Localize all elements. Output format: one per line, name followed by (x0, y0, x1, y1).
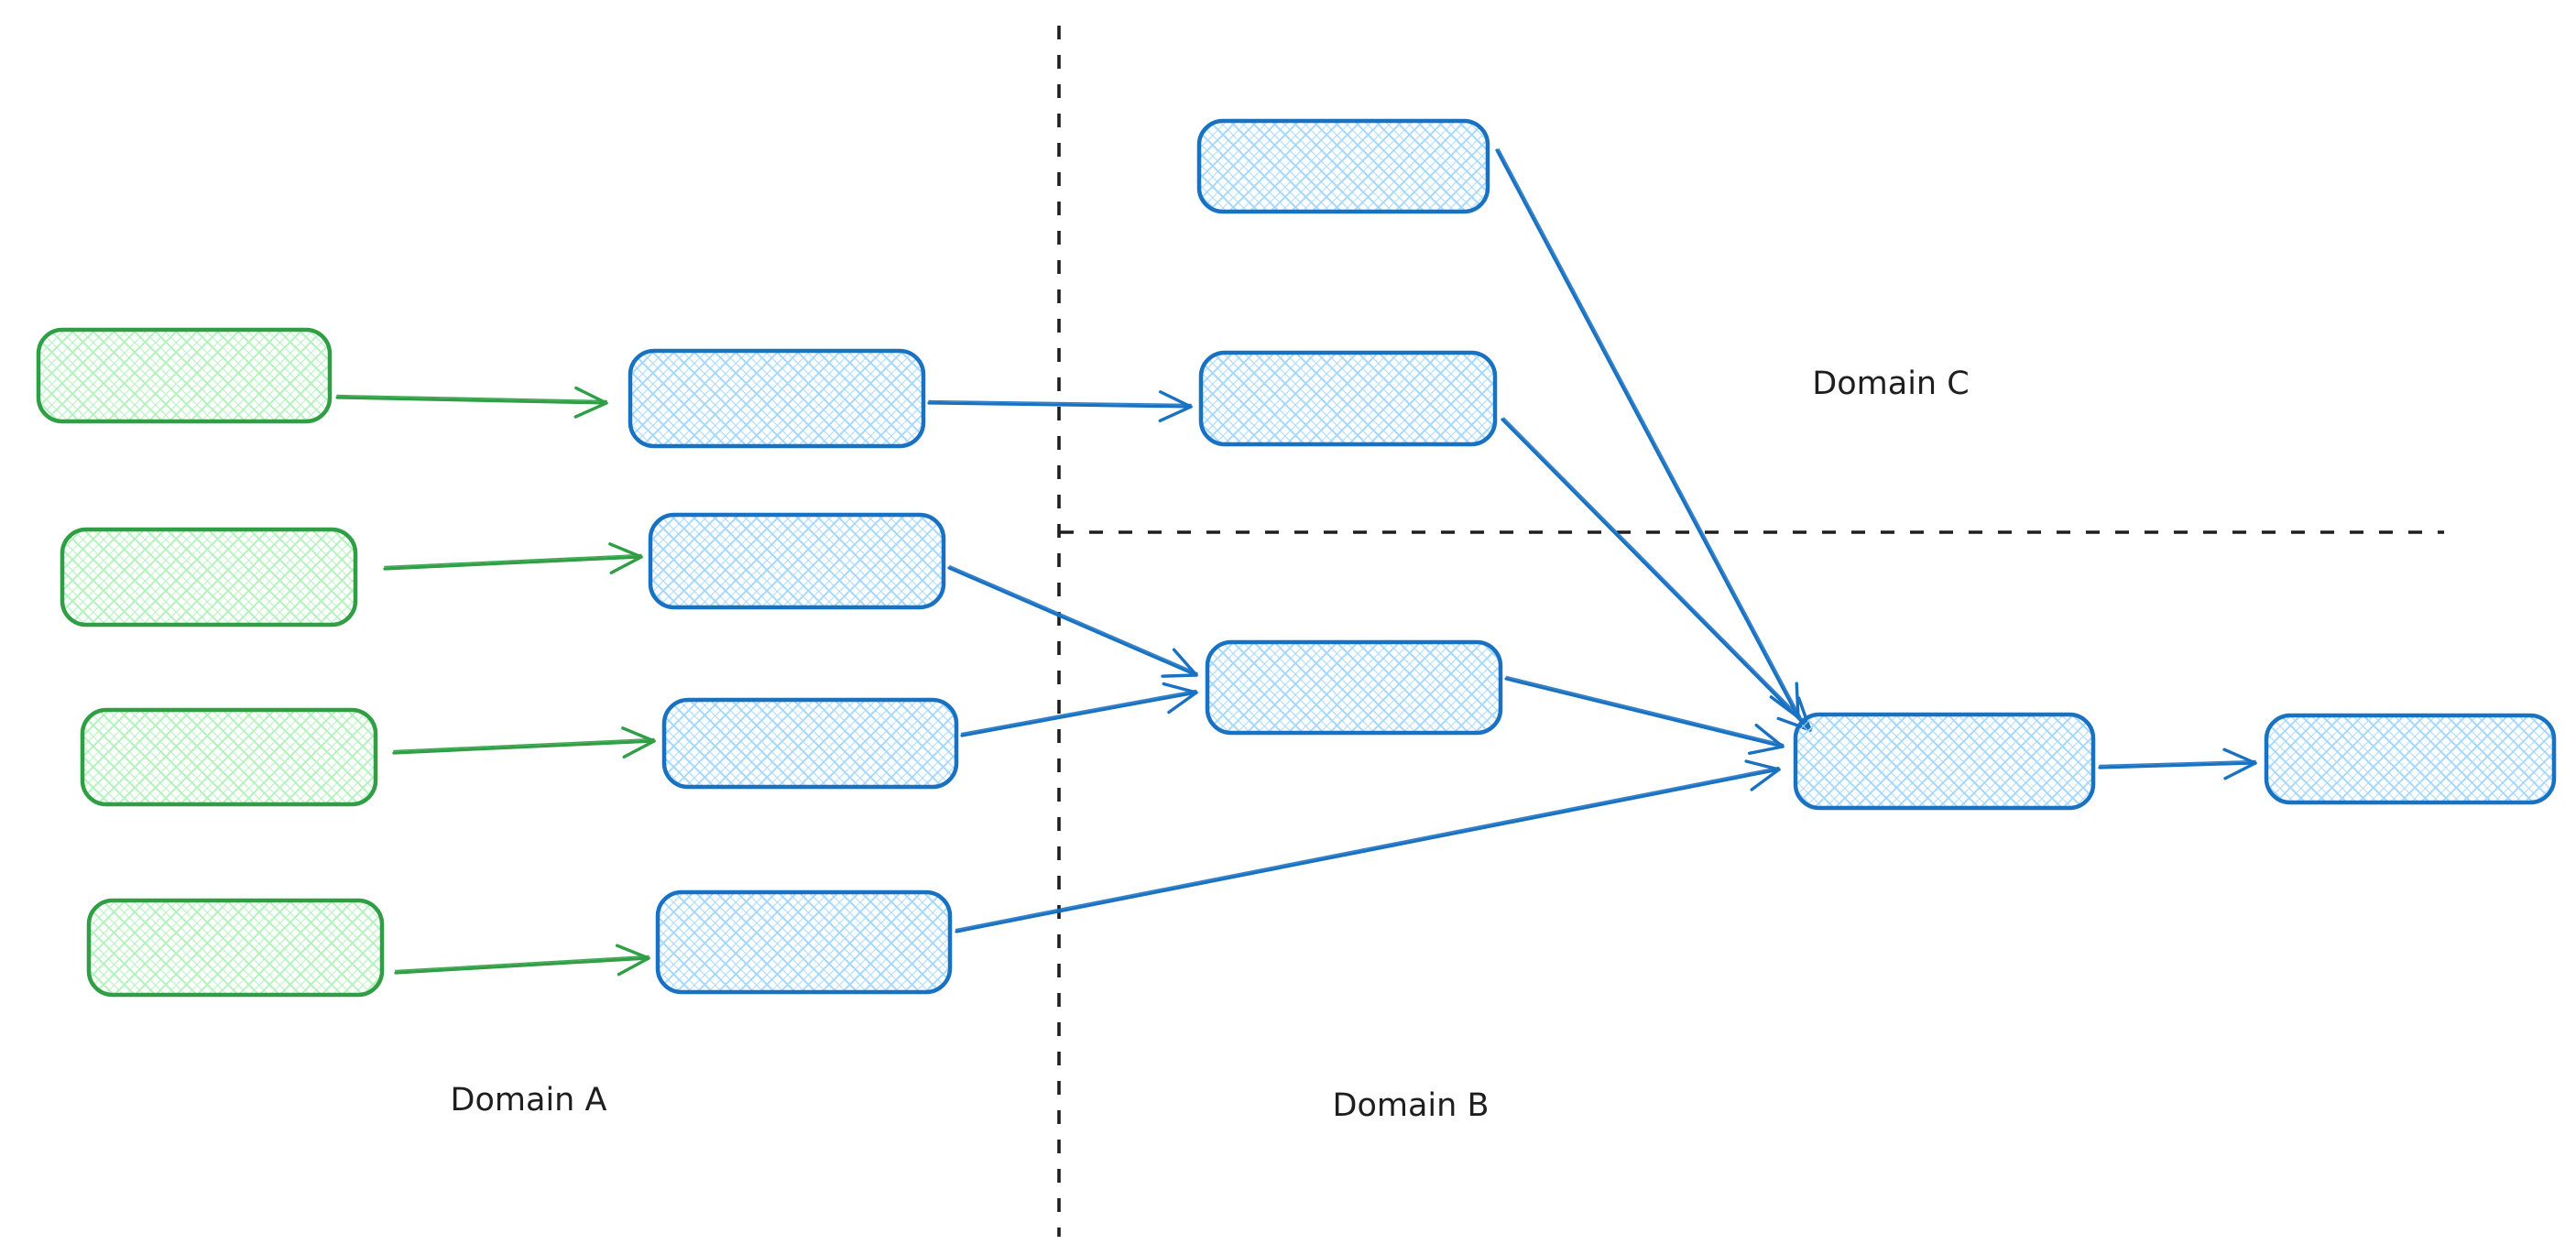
arrow-blue-4 (1495, 148, 1801, 719)
right-mid-blue-box (1198, 350, 1498, 447)
green-box-1 (36, 327, 333, 424)
mid-blue-box-2 (648, 512, 946, 610)
domain-b-label: Domain B (1333, 1087, 1490, 1124)
domain-a-label: Domain A (451, 1082, 607, 1119)
arrow-blue-3 (960, 682, 1198, 737)
green-box-2 (60, 527, 358, 628)
arrow-blue-5 (1501, 417, 1813, 732)
mid-blue-box-4 (655, 889, 953, 995)
arrow-green-2 (383, 542, 643, 574)
arrow-blue-8 (2098, 748, 2257, 780)
arrow-green-3 (392, 726, 656, 758)
arrow-blue-1 (927, 390, 1193, 422)
arrow-green-4 (394, 944, 650, 977)
arrow-blue-2 (947, 564, 1198, 678)
arrow-blue-7 (955, 759, 1781, 933)
domain-c-label: Domain C (1812, 366, 1969, 402)
green-box-3 (80, 707, 378, 807)
dividers-layer (1057, 26, 2444, 1237)
final-blue-box (2264, 713, 2557, 805)
center-blue-box (1205, 639, 1503, 736)
merge-blue-box (1793, 712, 2096, 811)
boxes-layer (36, 118, 2557, 998)
labels-layer: Domain A Domain B Domain C (451, 366, 1970, 1124)
arrow-blue-6 (1504, 675, 1785, 756)
arrow-green-1 (335, 386, 608, 419)
green-box-4 (86, 898, 385, 998)
mid-blue-box-1 (628, 348, 926, 449)
mid-blue-box-3 (661, 697, 959, 790)
right-top-blue-box (1196, 118, 1490, 214)
arrows-layer (335, 148, 2257, 977)
